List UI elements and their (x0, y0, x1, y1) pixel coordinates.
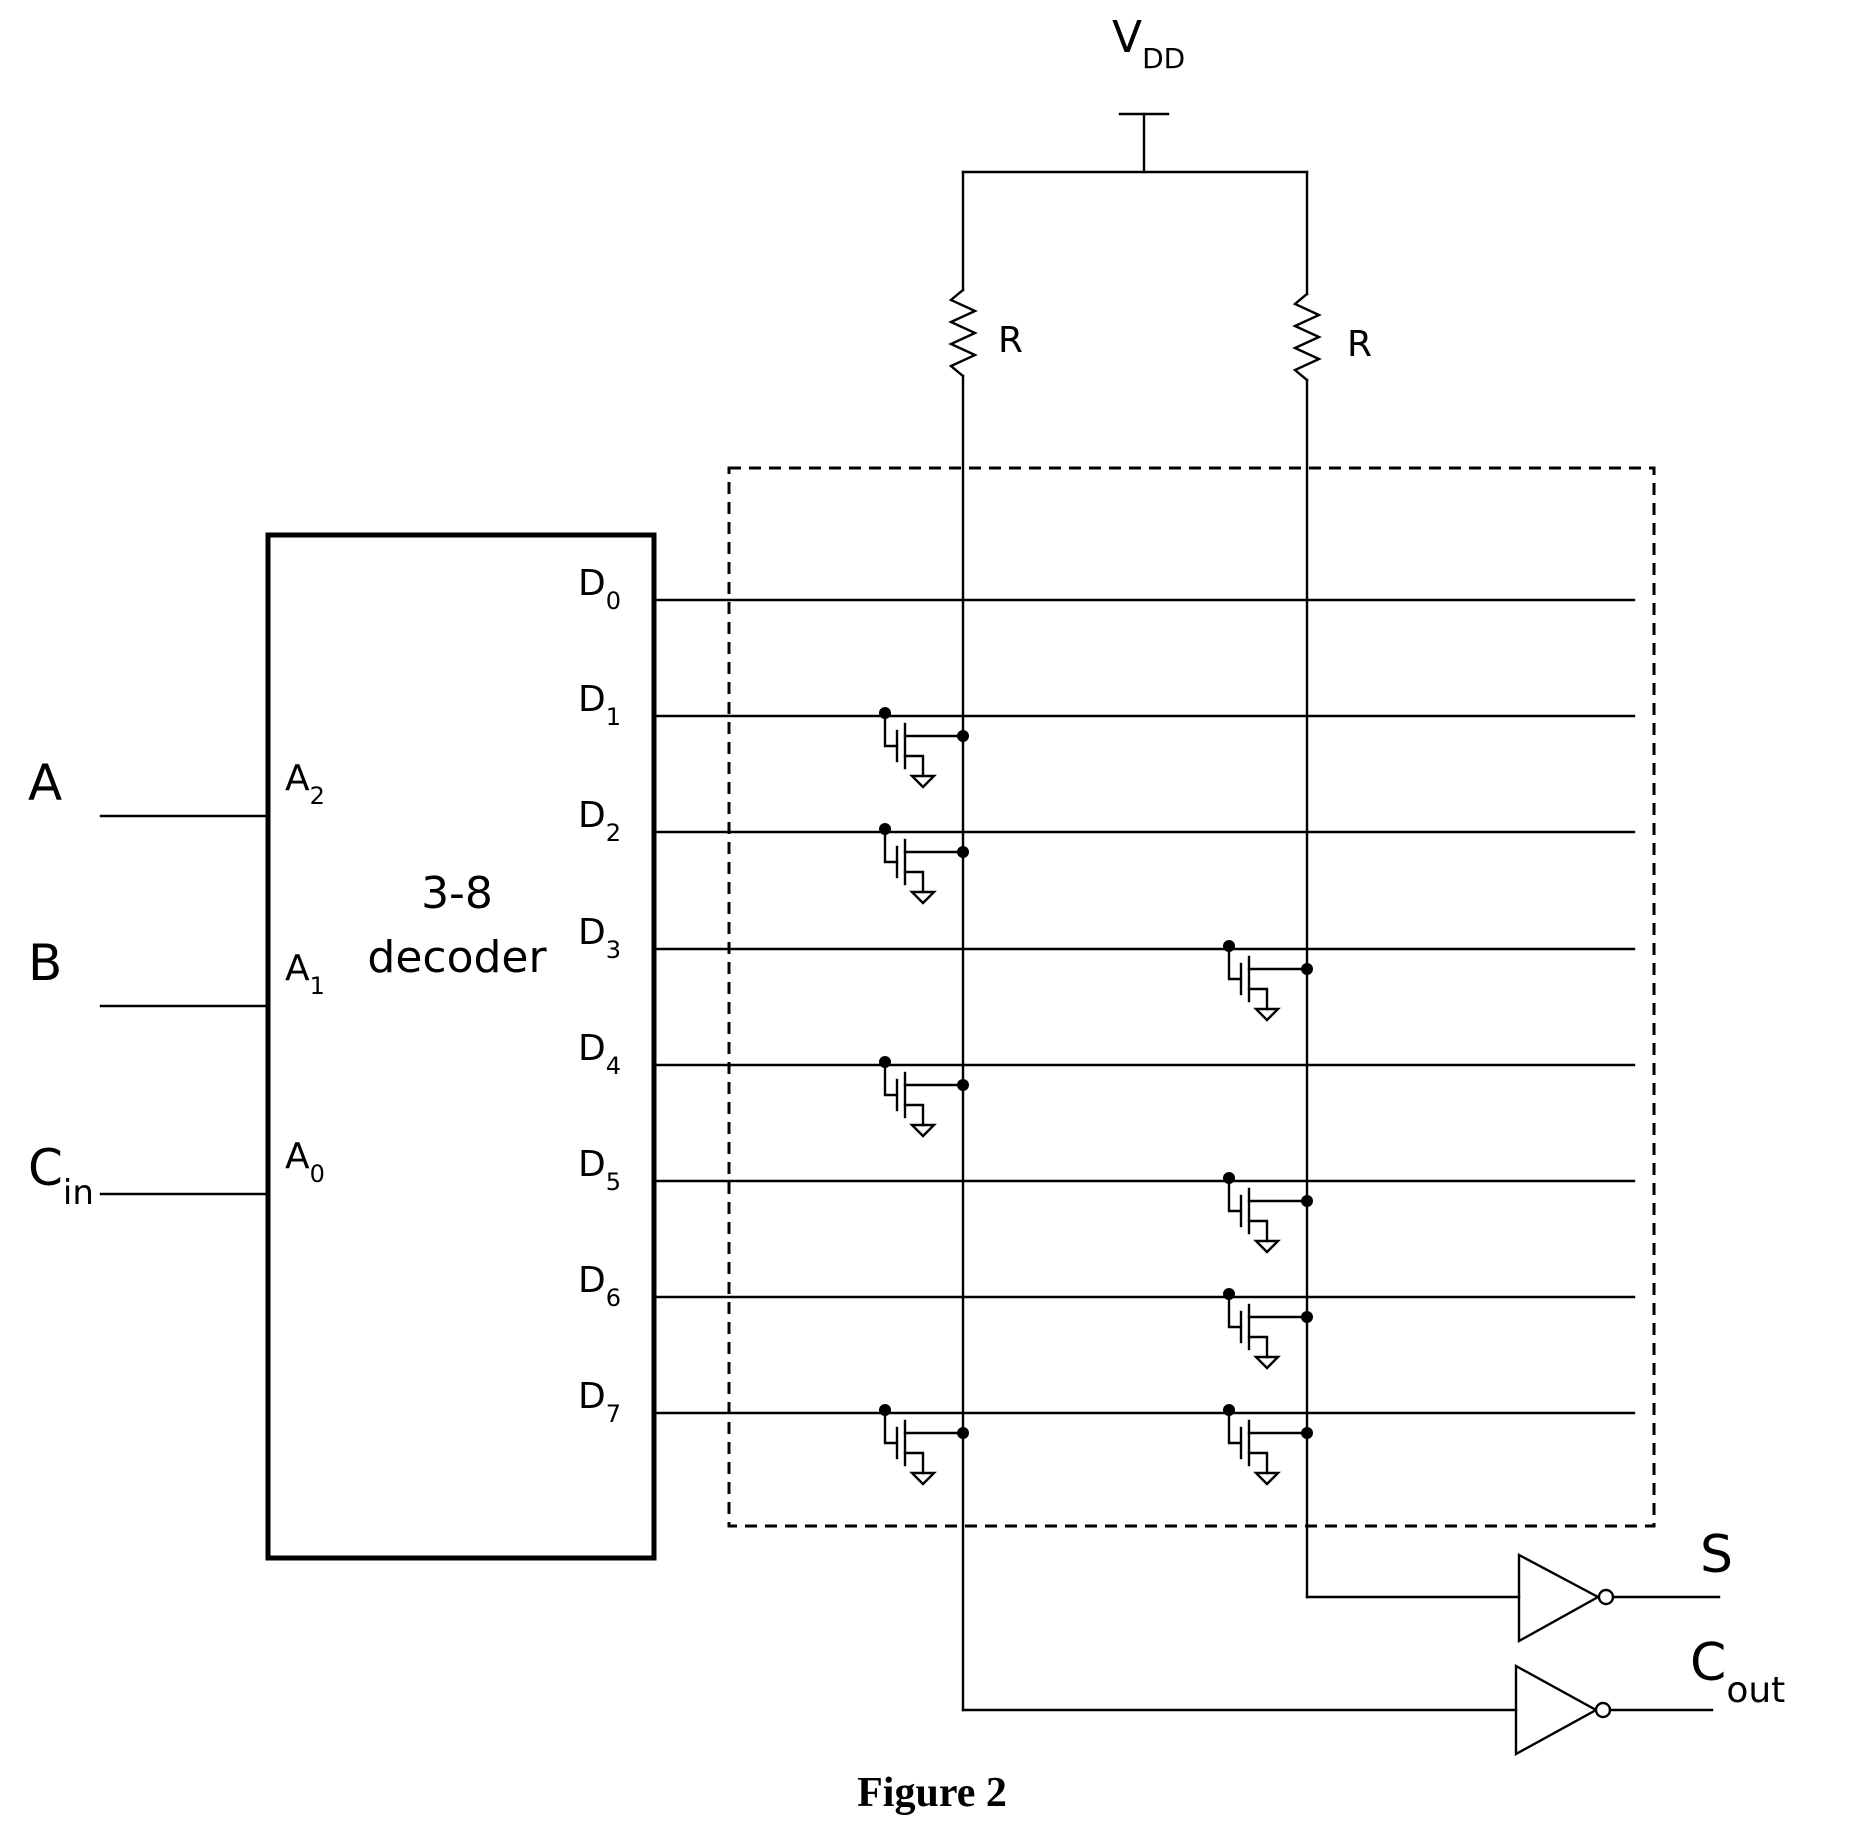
decoder-input-a2: A2 (285, 758, 325, 810)
left-resistor-label: R (998, 320, 1023, 361)
decoder-output-d1: D1 (578, 679, 621, 731)
carry-inverter-bubble (1594, 1701, 1612, 1719)
figure-caption: Figure 2 (857, 1770, 1007, 1816)
decoder-title-line2: decoder (367, 932, 547, 983)
transistor-d6-sum-column (1223, 1288, 1313, 1370)
transistors (879, 707, 1313, 1486)
transistor-d2-cout-column (879, 823, 969, 905)
decoder-output-d5: D5 (578, 1144, 621, 1196)
transistor-d1-cout-column (879, 707, 969, 789)
decoder-output-d3: D3 (578, 912, 621, 964)
transistor-d7-cout-column (879, 1404, 969, 1486)
external-inputs: A B Cin (28, 754, 270, 1213)
input-b-label: B (28, 934, 62, 992)
decoder-input-a0: A0 (285, 1136, 325, 1188)
word-lines (652, 598, 1636, 1415)
transistor-d5-sum-column (1223, 1172, 1313, 1254)
carry-inverter (1514, 1663, 1599, 1757)
transistor-d3-sum-column (1223, 940, 1313, 1022)
transistor-d7-sum-column (1223, 1404, 1313, 1486)
carry-output-label: Cout (1690, 1633, 1785, 1711)
vdd-supply: VDD (961, 12, 1309, 174)
right-pullup-resistor: R (1292, 170, 1372, 1599)
decoder-title-line1: 3-8 (421, 868, 493, 919)
right-resistor-label: R (1347, 324, 1372, 365)
input-a-label: A (28, 754, 62, 812)
rom-array-boundary (727, 466, 1656, 1528)
sum-inverter-bubble (1597, 1588, 1615, 1606)
input-cin-label: Cin (28, 1139, 94, 1213)
decoder-output-d4: D4 (578, 1028, 621, 1080)
decoder-output-d7: D7 (578, 1376, 621, 1428)
transistor-d4-cout-column (879, 1056, 969, 1138)
sum-output-path: S (1305, 1525, 1733, 1644)
decoder-output-d2: D2 (578, 795, 621, 847)
decoder-box (265, 532, 657, 1561)
decoder-output-d6: D6 (578, 1260, 621, 1312)
sum-output-label: S (1700, 1525, 1733, 1585)
decoder-output-d0: D0 (578, 563, 621, 615)
left-pullup-resistor: R (948, 170, 1023, 1712)
carry-output-path: Cout (961, 1633, 1785, 1757)
vdd-label: VDD (1112, 12, 1185, 75)
sum-inverter (1517, 1553, 1601, 1644)
decoder-input-a1: A1 (285, 948, 325, 1000)
